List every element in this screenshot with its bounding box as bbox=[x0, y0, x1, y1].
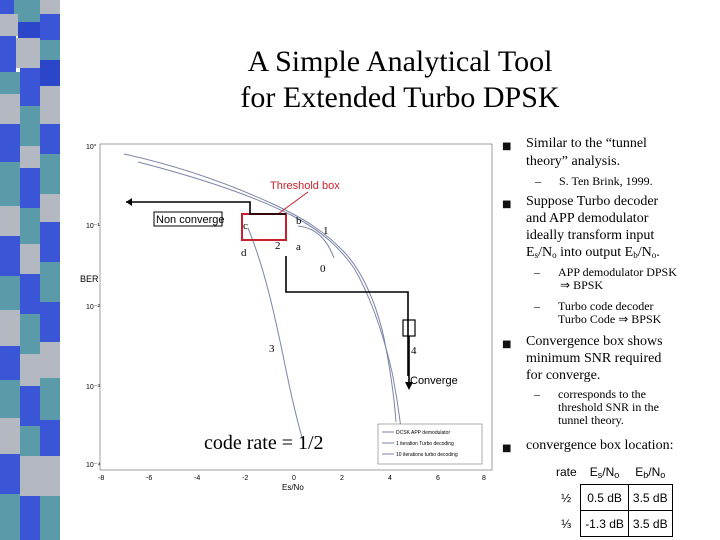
bullet-4-text: convergence box location: bbox=[526, 438, 674, 453]
threshold-box-label: Threshold box bbox=[270, 180, 340, 192]
non-converge-box bbox=[153, 211, 223, 227]
table-row: ½ 0.5 dB 3.5 dB bbox=[552, 484, 673, 511]
bullet-2-sub-1: – APP demodulator DPSK ⇒ BPSK bbox=[534, 265, 677, 292]
bullet-2-sub-1-line-2: ⇒ BPSK bbox=[560, 278, 604, 292]
bullet-2-line-3: ideally transform input bbox=[526, 228, 655, 243]
bullet-1-line-1: Similar to the “tunnel bbox=[526, 136, 647, 151]
bullet-square-icon: ■ bbox=[502, 199, 512, 210]
legend-entry: 1 iteration Turbo decoding bbox=[396, 441, 454, 447]
bullet-square-icon: ■ bbox=[502, 339, 512, 350]
bullet-2-line-4: Es/No into output Eb/No. bbox=[526, 245, 660, 260]
bullet-1-sub-text: S. Ten Brink, 1999. bbox=[559, 174, 653, 188]
y-axis-label: BER bbox=[80, 274, 99, 284]
bullet-2-sub-2: – Turbo code decoder Turbo Code ⇒ BPSK bbox=[534, 299, 662, 326]
curve-segment bbox=[297, 225, 335, 259]
table-cell: ⅓ bbox=[561, 516, 572, 531]
y-tick-label: 10⁻⁴ bbox=[86, 462, 101, 469]
table-cell: ½ bbox=[561, 490, 572, 505]
x-tick-label: 4 bbox=[388, 475, 392, 482]
table-cell: 3.5 dB bbox=[627, 510, 673, 537]
legend-entry: 10 iterations turbo decoding bbox=[396, 452, 458, 458]
bullet-square-icon: ■ bbox=[502, 443, 512, 454]
point-b-label: b bbox=[296, 215, 302, 227]
x-tick-label: 2 bbox=[340, 475, 344, 482]
x-tick-label: -4 bbox=[194, 475, 200, 482]
bullet-3-sub: – corresponds to the threshold SNR in th… bbox=[534, 387, 659, 427]
point-3-label: 3 bbox=[269, 343, 275, 355]
implies-arrow-icon: ⇒ bbox=[560, 278, 571, 292]
x-tick-label: -8 bbox=[98, 475, 104, 482]
converge-label: Converge bbox=[410, 375, 458, 387]
x-tick-label: 8 bbox=[482, 475, 486, 482]
point-d-label: d bbox=[241, 247, 247, 259]
code-rate-label: code rate = 1/2 bbox=[204, 432, 324, 454]
bullet-3-sub-line-3: tunnel theory. bbox=[558, 413, 624, 427]
table-header: rate bbox=[556, 464, 577, 479]
threshold-pointer bbox=[277, 191, 309, 215]
point-2-label: 2 bbox=[275, 240, 281, 252]
y-tick-label: 10⁻² bbox=[86, 304, 100, 311]
bullet-2-sub-2-line-1: Turbo code decoder bbox=[558, 299, 654, 313]
converge-path bbox=[285, 256, 409, 376]
y-tick-label: 10° bbox=[86, 143, 97, 151]
table-row: ⅓ -1.3 dB 3.5 dB bbox=[552, 510, 673, 537]
bullet-1-sub: –S. Ten Brink, 1999. bbox=[535, 174, 653, 188]
x-tick-label: 0 bbox=[292, 475, 296, 482]
curve-turbo-1-iteration bbox=[137, 161, 405, 463]
table-header: Es/No bbox=[589, 464, 620, 480]
table-header: Eb/No bbox=[635, 464, 666, 480]
plot-frame bbox=[99, 143, 493, 471]
x-tick-label: -2 bbox=[242, 475, 248, 482]
ber-plot: 10° 10⁻¹ 10⁻² 10⁻³ 10⁻⁴ BER -8 -6 -4 -2 … bbox=[80, 143, 493, 492]
point-0-label: 0 bbox=[320, 263, 326, 275]
curve-dcsk-app bbox=[123, 153, 397, 423]
non-converge-label: Non converge bbox=[156, 214, 225, 226]
bullet-1-line-2: theory” analysis. bbox=[526, 154, 621, 169]
bullet-2-line-1: Suppose Turbo decoder bbox=[526, 194, 659, 209]
bullet-3-line-1: Convergence box shows bbox=[526, 334, 663, 349]
point-1-label: 1 bbox=[323, 225, 329, 237]
arrowhead-left-icon bbox=[126, 198, 132, 206]
convergence-location-table: rate Es/No Eb/No ½ 0.5 dB 3.5 dB ⅓ -1.3 … bbox=[552, 459, 673, 537]
threshold-box bbox=[241, 213, 287, 241]
table-cell: 3.5 dB bbox=[627, 484, 673, 511]
bullet-2-sub-1-line-1: APP demodulator DPSK bbox=[558, 265, 677, 279]
bullet-2-sub-2-line-2: Turbo Code ⇒ BPSK bbox=[558, 312, 662, 326]
x-axis-label: Es/No bbox=[282, 483, 304, 492]
x-tick-label: 6 bbox=[436, 475, 440, 482]
x-tick-label: -6 bbox=[146, 475, 152, 482]
convergence-box bbox=[402, 319, 416, 337]
legend bbox=[377, 423, 483, 465]
non-converge-path bbox=[126, 201, 286, 215]
title-line-2: for Extended Turbo DPSK bbox=[240, 81, 560, 114]
point-c-label: c bbox=[243, 220, 248, 232]
bullet-3-sub-line-1: corresponds to the bbox=[558, 387, 646, 401]
title-line-1: A Simple Analytical Tool bbox=[247, 45, 553, 78]
bullet-3-line-2: minimum SNR required bbox=[526, 351, 662, 366]
y-tick-label: 10⁻³ bbox=[86, 384, 100, 391]
table-cell: 0.5 dB bbox=[580, 484, 629, 511]
table-header-row: rate Es/No Eb/No bbox=[552, 459, 672, 485]
arrowhead-down-icon bbox=[405, 382, 413, 390]
curve-turbo-10-iterations bbox=[247, 227, 305, 445]
legend-entry: DCSK APP demodulator bbox=[396, 430, 450, 436]
bullet-3-line-3: for converge. bbox=[526, 368, 601, 383]
bullet-2-line-2: and APP demodulator bbox=[526, 211, 649, 226]
bullet-square-icon: ■ bbox=[502, 141, 512, 152]
table-cell: -1.3 dB bbox=[580, 510, 629, 537]
bullet-3-sub-line-2: threshold SNR in the bbox=[558, 400, 659, 414]
implies-arrow-icon: ⇒ bbox=[618, 312, 629, 326]
y-tick-label: 10⁻¹ bbox=[86, 223, 100, 230]
decorative-stripe bbox=[0, 0, 60, 540]
point-4-label: 4 bbox=[411, 345, 417, 357]
slide-title: A Simple Analytical Tool for Extended Tu… bbox=[150, 44, 650, 116]
point-a-label: a bbox=[296, 241, 301, 253]
